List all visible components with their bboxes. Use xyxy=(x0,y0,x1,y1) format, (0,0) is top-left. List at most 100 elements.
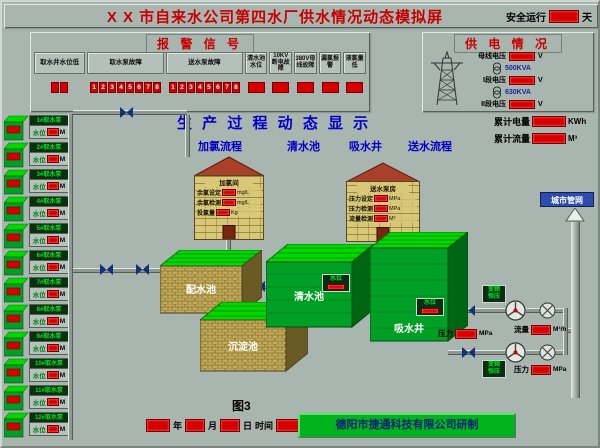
water-level-unit: M xyxy=(59,398,66,406)
pressure2-readout-unit: MPa xyxy=(553,366,567,373)
pressure-readout-display xyxy=(455,328,477,339)
pressure-setpoint-label: 压力设定 xyxy=(349,197,374,203)
tank-label: 配水池 xyxy=(186,283,216,296)
section2-voltage-unit: V xyxy=(538,100,543,108)
pipe-down-chlorine xyxy=(185,115,190,157)
pipe-to-tank-a xyxy=(73,268,163,273)
pressure-setpoint-unit: MPa xyxy=(389,195,401,202)
alarm-indicator xyxy=(247,82,265,93)
date-bar: 年 月 日 时间 xyxy=(146,419,307,432)
intake-well-icon xyxy=(4,358,28,384)
tank-distribution: 配水池 xyxy=(160,250,262,314)
pump-name-label: 7#取水泵 xyxy=(29,277,69,288)
valve-icon xyxy=(100,264,113,275)
water-level-label: 水位 xyxy=(32,319,46,326)
total-energy-row: 累计电量 KWh xyxy=(494,115,598,128)
section-label-suctionwell: 吸水井 xyxy=(349,141,382,153)
pump-name-label: 9#取水泵 xyxy=(29,331,69,342)
alarm-group-label: 漏氯报警 xyxy=(318,52,342,74)
intake-well-icon xyxy=(4,142,28,168)
chlorine-dose-label: 投氯量 xyxy=(197,211,216,217)
pressure-readout-label: 压力 xyxy=(438,329,453,338)
chlorine-setpoint-unit: mg/L xyxy=(237,189,250,196)
pump-house-title: 送水泵房 xyxy=(357,183,409,193)
water-level-unit: M xyxy=(59,263,66,271)
pressure-measure-unit: MPa xyxy=(389,205,401,212)
flow-readout-unit: M³/h xyxy=(553,326,567,333)
door xyxy=(222,225,236,239)
power-panel-title: 供 电 情 况 xyxy=(453,34,563,53)
pump-name-label: 12#取水泵 xyxy=(29,412,69,423)
alarm-indicator: 7 xyxy=(144,82,153,93)
water-level-unit: M xyxy=(59,182,66,190)
water-level-display xyxy=(46,398,59,406)
water-level-unit: M xyxy=(59,290,66,298)
water-level-label: 水位 xyxy=(32,427,46,434)
alarm-panel-title: 报 警 信 号 xyxy=(145,34,255,53)
total-energy-display xyxy=(532,116,567,127)
alarm-indicator xyxy=(346,82,364,93)
flow-measure-unit: M³ xyxy=(389,215,396,222)
water-level-label: 水位 xyxy=(32,130,46,137)
alarm-indicator: 3 xyxy=(108,82,117,93)
water-level-unit: M xyxy=(59,317,66,325)
total-flow-unit: M³ xyxy=(568,134,578,143)
chlorine-setpoint-label: 余氯设定 xyxy=(197,191,222,197)
water-level-label: 水位 xyxy=(32,184,46,191)
year-label: 年 xyxy=(173,421,183,431)
chlorine-dose-unit: Kg xyxy=(231,209,238,216)
water-level-label: 水位 xyxy=(32,265,46,272)
chlorine-house-title: 加氯间 xyxy=(205,177,253,187)
alarm-group: 漏氯报警 xyxy=(318,52,342,93)
power-panel: 供 电 情 况 母线电压 V 500KVA I段电压 xyxy=(422,32,594,112)
alarm-indicator: 1 xyxy=(90,82,99,93)
intake-well-icon xyxy=(4,277,28,303)
section2-voltage-row: II段电压 V xyxy=(472,99,591,109)
alarm-indicator: 6 xyxy=(135,82,144,93)
section1-voltage-label: I段电压 xyxy=(483,77,506,84)
water-level-display xyxy=(46,317,59,325)
vfd-line1: 变频 xyxy=(487,362,500,368)
pipe-d-to-pump1 xyxy=(448,308,506,313)
intake-well-icon xyxy=(4,196,28,222)
flow-measure-row: 流量检测 M³ xyxy=(349,214,417,223)
intake-well-icon xyxy=(4,412,28,438)
alarm-indicator xyxy=(296,82,314,93)
tank-level-status: 水位 xyxy=(416,298,444,316)
water-level-display xyxy=(46,344,59,352)
transformer2-row: 630KVA xyxy=(472,85,591,99)
flow-up-arrow-icon xyxy=(565,208,585,222)
chlorine-measure-display xyxy=(222,199,237,206)
water-level-display xyxy=(46,236,59,244)
alarm-group-label: 取水泵故障 xyxy=(87,52,164,74)
pressure-measure-row: 压力检测 MPa xyxy=(349,204,417,213)
pump-name-label: 8#取水泵 xyxy=(29,304,69,315)
intake-well-icon xyxy=(4,304,28,330)
chlorine-setpoint-display xyxy=(222,189,237,196)
year-display xyxy=(146,419,170,432)
pump-name-label: 1#取水泵 xyxy=(29,115,69,126)
alarm-indicator: 4 xyxy=(117,82,126,93)
chlorine-measure-label: 余氯检测 xyxy=(197,201,222,207)
pump-level-row: 水位 M xyxy=(29,261,69,274)
total-energy-label: 累计电量 xyxy=(494,117,531,127)
intake-well-icon xyxy=(4,169,28,195)
alarm-indicator: 7 xyxy=(222,82,231,93)
pump-name-label: 10#取水泵 xyxy=(29,358,69,369)
water-level-unit: M xyxy=(59,209,66,217)
water-level-unit: M xyxy=(59,344,66,352)
